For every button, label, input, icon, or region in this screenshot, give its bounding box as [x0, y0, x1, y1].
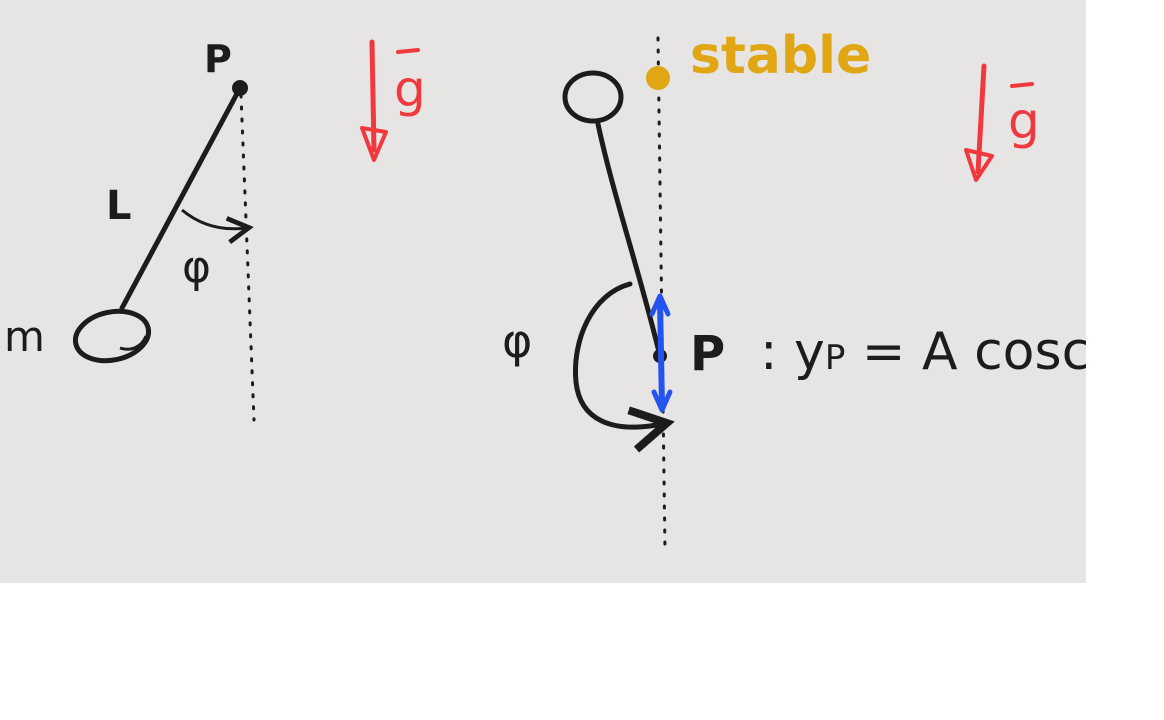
- mass-label: m: [4, 312, 45, 361]
- left-gravity-vector-bar: [396, 48, 420, 54]
- length-label: L: [106, 183, 132, 229]
- left-angle-arc-arrow: [181, 208, 254, 245]
- equation-text: : y: [760, 322, 825, 382]
- pivot-oscillation-arrow: [649, 293, 673, 413]
- left-pivot-point: [232, 80, 248, 96]
- left-pendulum: [72, 80, 256, 422]
- left-pendulum-rod: [119, 85, 243, 311]
- right-gravity-arrow: [964, 63, 1034, 182]
- right-vertical-reference-line: [656, 36, 667, 552]
- right-pendulum-mass: [562, 70, 624, 124]
- whiteboard-canvas: P L φ m g stable φ P : yP = A cosc g: [0, 0, 1086, 583]
- left-vertical-reference-line: [239, 93, 256, 422]
- left-pivot-label: P: [204, 37, 232, 81]
- right-gravity-vector-bar: [1010, 82, 1034, 88]
- equation-rest: = A cosc: [845, 322, 1086, 382]
- right-pendulum: [562, 36, 675, 552]
- stable-label: stable: [690, 26, 872, 86]
- right-gravity-label: g: [1008, 92, 1040, 150]
- left-angle-label: φ: [182, 242, 212, 293]
- right-pendulum-rod: [595, 121, 661, 351]
- left-pendulum-mass: [72, 308, 152, 364]
- pivot-motion-equation: : yP = A cosc: [760, 326, 1086, 378]
- equation-subscript: P: [824, 338, 846, 378]
- diagram-drawing: [72, 36, 1034, 552]
- left-gravity-arrow: [360, 39, 420, 162]
- left-gravity-label: g: [394, 60, 426, 118]
- right-pivot-label: P: [690, 326, 726, 382]
- stable-point: [646, 66, 670, 90]
- right-angle-label: φ: [502, 314, 533, 368]
- right-angle-arc-arrow: [572, 281, 675, 453]
